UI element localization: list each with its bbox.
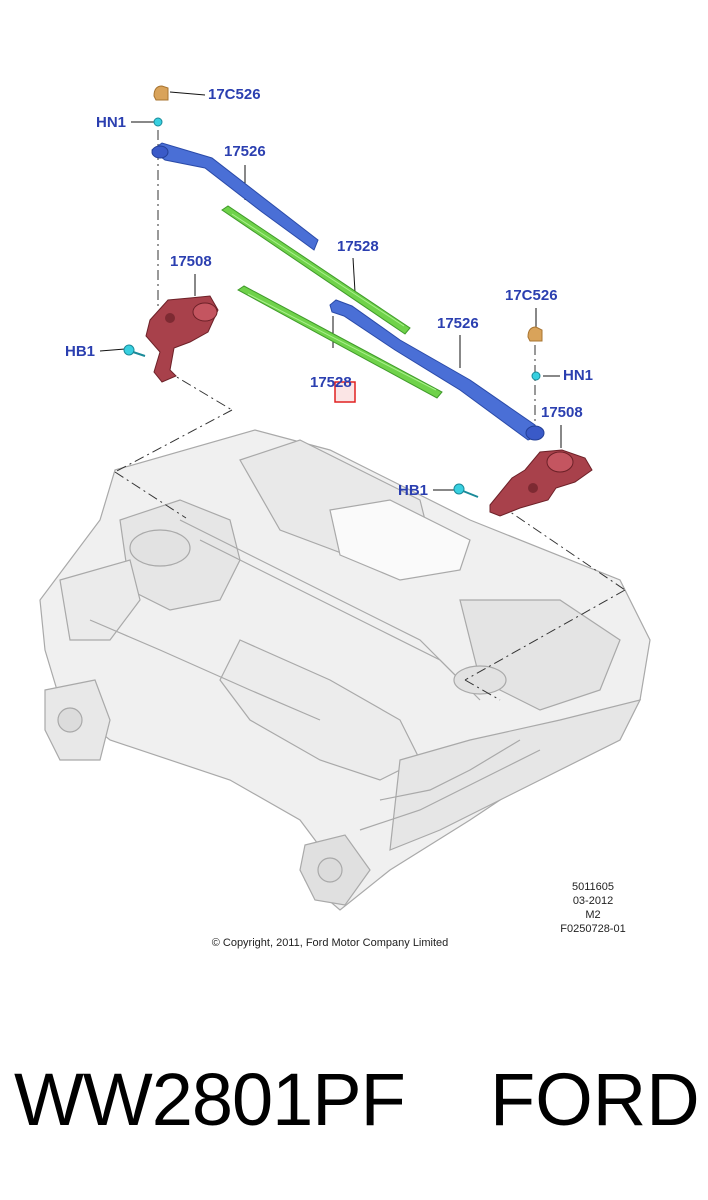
callout-17c526-right: 17C526	[505, 287, 558, 304]
callout-17528-lower: 17528	[310, 374, 352, 391]
callout-17508-right: 17508	[541, 404, 583, 421]
part-number: WW2801PF	[14, 1058, 406, 1141]
drawing-file-id: F0250728-01	[560, 923, 626, 935]
callout-17526-right: 17526	[437, 315, 479, 332]
nut-right	[531, 371, 541, 381]
drawing-meta: 5011605 03-2012 M2 F0250728-01	[548, 880, 638, 936]
wiper-system-exploded-diagram	[39, 85, 651, 911]
callout-17526-left: 17526	[224, 143, 266, 160]
drawing-revision: M2	[585, 909, 601, 921]
drawing-number: 5011605	[571, 881, 614, 893]
leader-lines	[99, 91, 562, 491]
highlight-box	[334, 381, 356, 403]
wiper-blade-upper	[221, 205, 411, 335]
callout-17528-upper: 17528	[337, 238, 379, 255]
brand-name: FORD	[490, 1058, 700, 1141]
drawing-date: 03-2012	[572, 895, 614, 907]
callout-17c526-left: 17C526	[208, 86, 261, 103]
callout-hb1-right: HB1	[398, 482, 429, 499]
nut-cap-left	[153, 85, 169, 101]
callout-hb1-left: HB1	[65, 343, 96, 360]
callout-hn1-left: HN1	[96, 114, 127, 131]
wiper-arm-right	[329, 299, 545, 441]
vehicle-body-structure	[39, 429, 651, 911]
bolt-right	[453, 483, 479, 498]
copyright-notice: © Copyright, 2011, Ford Motor Company Li…	[211, 937, 449, 949]
wiper-motor-right	[489, 449, 593, 517]
assembly-guide-lines	[114, 130, 626, 701]
nut-left	[153, 117, 163, 127]
nut-cap-right	[527, 326, 543, 342]
callout-17508-left: 17508	[170, 253, 212, 270]
wiper-blade-lower	[237, 285, 443, 399]
callout-hn1-right: HN1	[563, 367, 594, 384]
bolt-left	[123, 344, 146, 357]
wiper-motor-left	[145, 295, 219, 383]
wiper-arm-left	[151, 142, 319, 251]
